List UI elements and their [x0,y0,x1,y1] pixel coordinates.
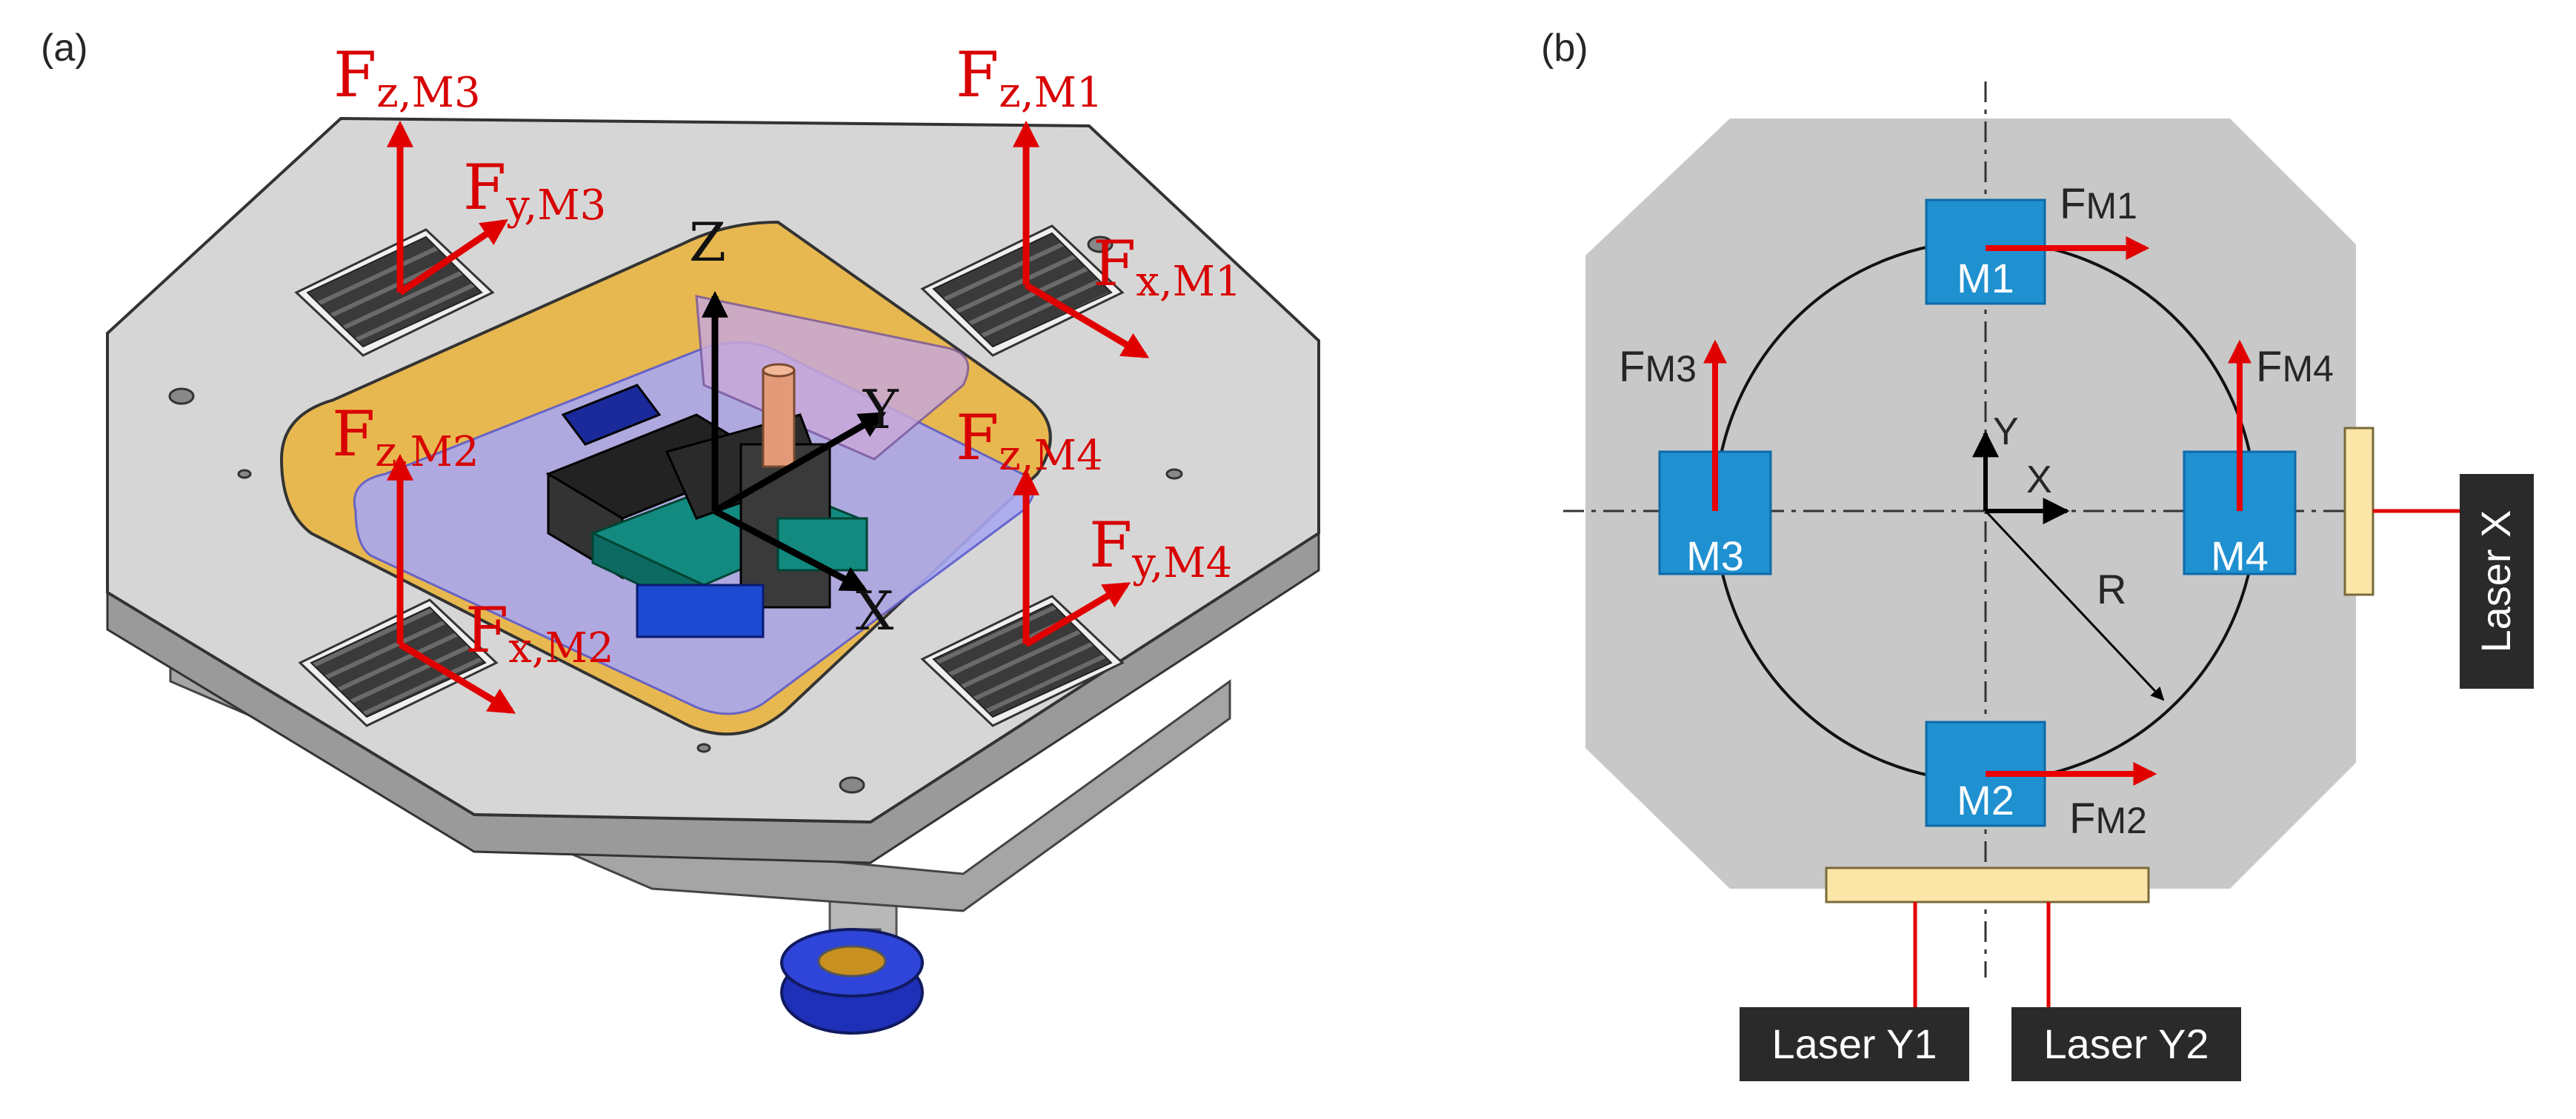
force-label-z-m4: Fz,M4 [956,401,1103,480]
force-label-z-m3: Fz,M3 [333,39,481,117]
axis-y-arrow [713,412,887,514]
stage-glass-back [695,295,970,461]
mirror-x [2343,427,2374,596]
force-label-m3: FM3 [1619,343,1697,391]
center-axis-x-label: X [2026,458,2052,501]
coil-m2 [298,598,499,727]
force-label-m1: FM1 [2060,180,2137,228]
force-arrows-a [387,120,1150,714]
axis-x-label: X [856,580,893,642]
panel-a: (a) [41,27,1320,1035]
stage-axes [702,290,887,592]
axis-x-arrow [713,508,868,592]
force-label-m2: FM2 [2069,795,2147,843]
laser-beams [1913,509,2460,1007]
magnet-label-m1: M1 [1957,255,2014,301]
force-arrow-y-m4 [1024,582,1131,647]
radius-label: R [2097,566,2126,612]
laser-y1-label: Laser Y1 [1771,1021,1937,1067]
magnet-label-m2: M2 [1957,777,2014,824]
panel-b: (b) R M1 M2 M3 M4 [1541,27,2534,1081]
magnet-label-m4: M4 [2211,532,2269,579]
force-label-y-m3: Fy,M3 [463,151,606,230]
force-arrow-y-m3 [398,218,508,295]
magnet-label-m3: M3 [1686,532,1744,579]
axis-z-label: Z [689,211,726,273]
laser-x-box: Laser X [2460,474,2534,689]
force-label-z-m1: Fz,M1 [956,39,1103,117]
laser-y2-label: Laser Y2 [2043,1021,2209,1067]
force-label-x-m2: Fx,M2 [465,594,614,672]
laser-x-label: Laser X [2472,510,2519,653]
stage-mechanism [545,363,868,638]
panel-b-label: (b) [1541,27,1588,70]
center-axis-y-label: Y [1993,410,2019,453]
force-arrows-b [1703,236,2251,786]
base-foot [780,872,924,1035]
coil-m1 [920,224,1125,357]
force-label-z-m2: Fz,M2 [332,398,479,476]
force-arrow-x-m1 [1024,282,1150,358]
radius-arrow [1984,510,2165,701]
axis-y-label: Y [862,378,899,441]
laser-y2-box: Laser Y2 [2011,1007,2241,1081]
mounting-holes [168,236,1183,794]
force-label-m4: FM4 [2256,343,2334,391]
laser-y1-box: Laser Y1 [1740,1007,1969,1081]
force-label-x-m1: Fx,M1 [1093,227,1242,306]
mirror-y [1825,866,2150,903]
force-arrow-x-m2 [398,641,516,714]
force-label-y-m4: Fy,M4 [1089,509,1232,587]
coil-m4 [920,595,1125,727]
magnet-m1: M1 [1925,198,2046,305]
center-axes [1972,430,2070,524]
panel-a-label: (a) [41,27,88,70]
